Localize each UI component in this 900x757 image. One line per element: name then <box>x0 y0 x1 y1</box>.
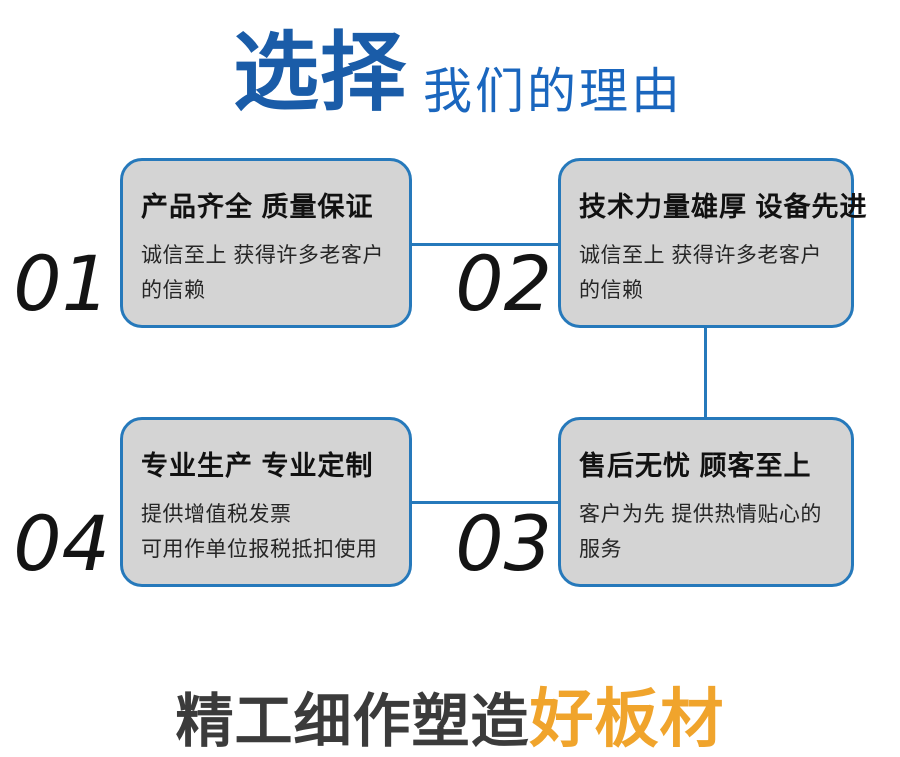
connector-line-top <box>411 243 559 246</box>
reason-card-01-desc: 诚信至上 获得许多老客户 的信赖 <box>141 244 384 303</box>
reason-card-03-title: 售后无忧 顾客至上 <box>579 451 812 481</box>
reason-card-03: 售后无忧 顾客至上 客户为先 提供热情贴心的 服务 <box>558 417 854 587</box>
footer-tagline-prefix: 精工细作塑造 <box>175 689 530 754</box>
reason-card-03-desc: 客户为先 提供热情贴心的 服务 <box>579 503 822 562</box>
reason-card-02-desc: 诚信至上 获得许多老客户 的信赖 <box>579 244 822 303</box>
reason-card-04-title: 专业生产 专业定制 <box>141 451 374 481</box>
reason-card-02-title: 技术力量雄厚 设备先进 <box>579 192 868 222</box>
reason-card-04-desc: 提供增值税发票 可用作单位报税抵扣使用 <box>141 503 378 562</box>
reason-card-02: 技术力量雄厚 设备先进 诚信至上 获得许多老客户 的信赖 <box>558 158 868 328</box>
connector-line-bottom <box>411 501 559 504</box>
reason-card-01: 产品齐全 质量保证 诚信至上 获得许多老客户 的信赖 <box>120 158 412 328</box>
reason-card-01-title: 产品齐全 质量保证 <box>141 192 374 222</box>
page-title-emphasis: 选择 <box>233 25 407 121</box>
page-title-rest: 我们的理由 <box>423 64 684 119</box>
footer-tagline-highlight: 好板材 <box>529 683 725 755</box>
step-number-03: 03 <box>455 499 552 588</box>
step-number-04: 04 <box>13 499 110 588</box>
step-number-02: 02 <box>455 239 552 328</box>
reason-card-04: 专业生产 专业定制 提供增值税发票 可用作单位报税抵扣使用 <box>120 417 412 587</box>
step-number-01: 01 <box>13 239 110 328</box>
connector-line-vertical <box>704 327 707 418</box>
footer-tagline: 精工细作塑造好板材 <box>0 668 900 757</box>
page-title: 选择 我们的理由 <box>233 25 684 121</box>
